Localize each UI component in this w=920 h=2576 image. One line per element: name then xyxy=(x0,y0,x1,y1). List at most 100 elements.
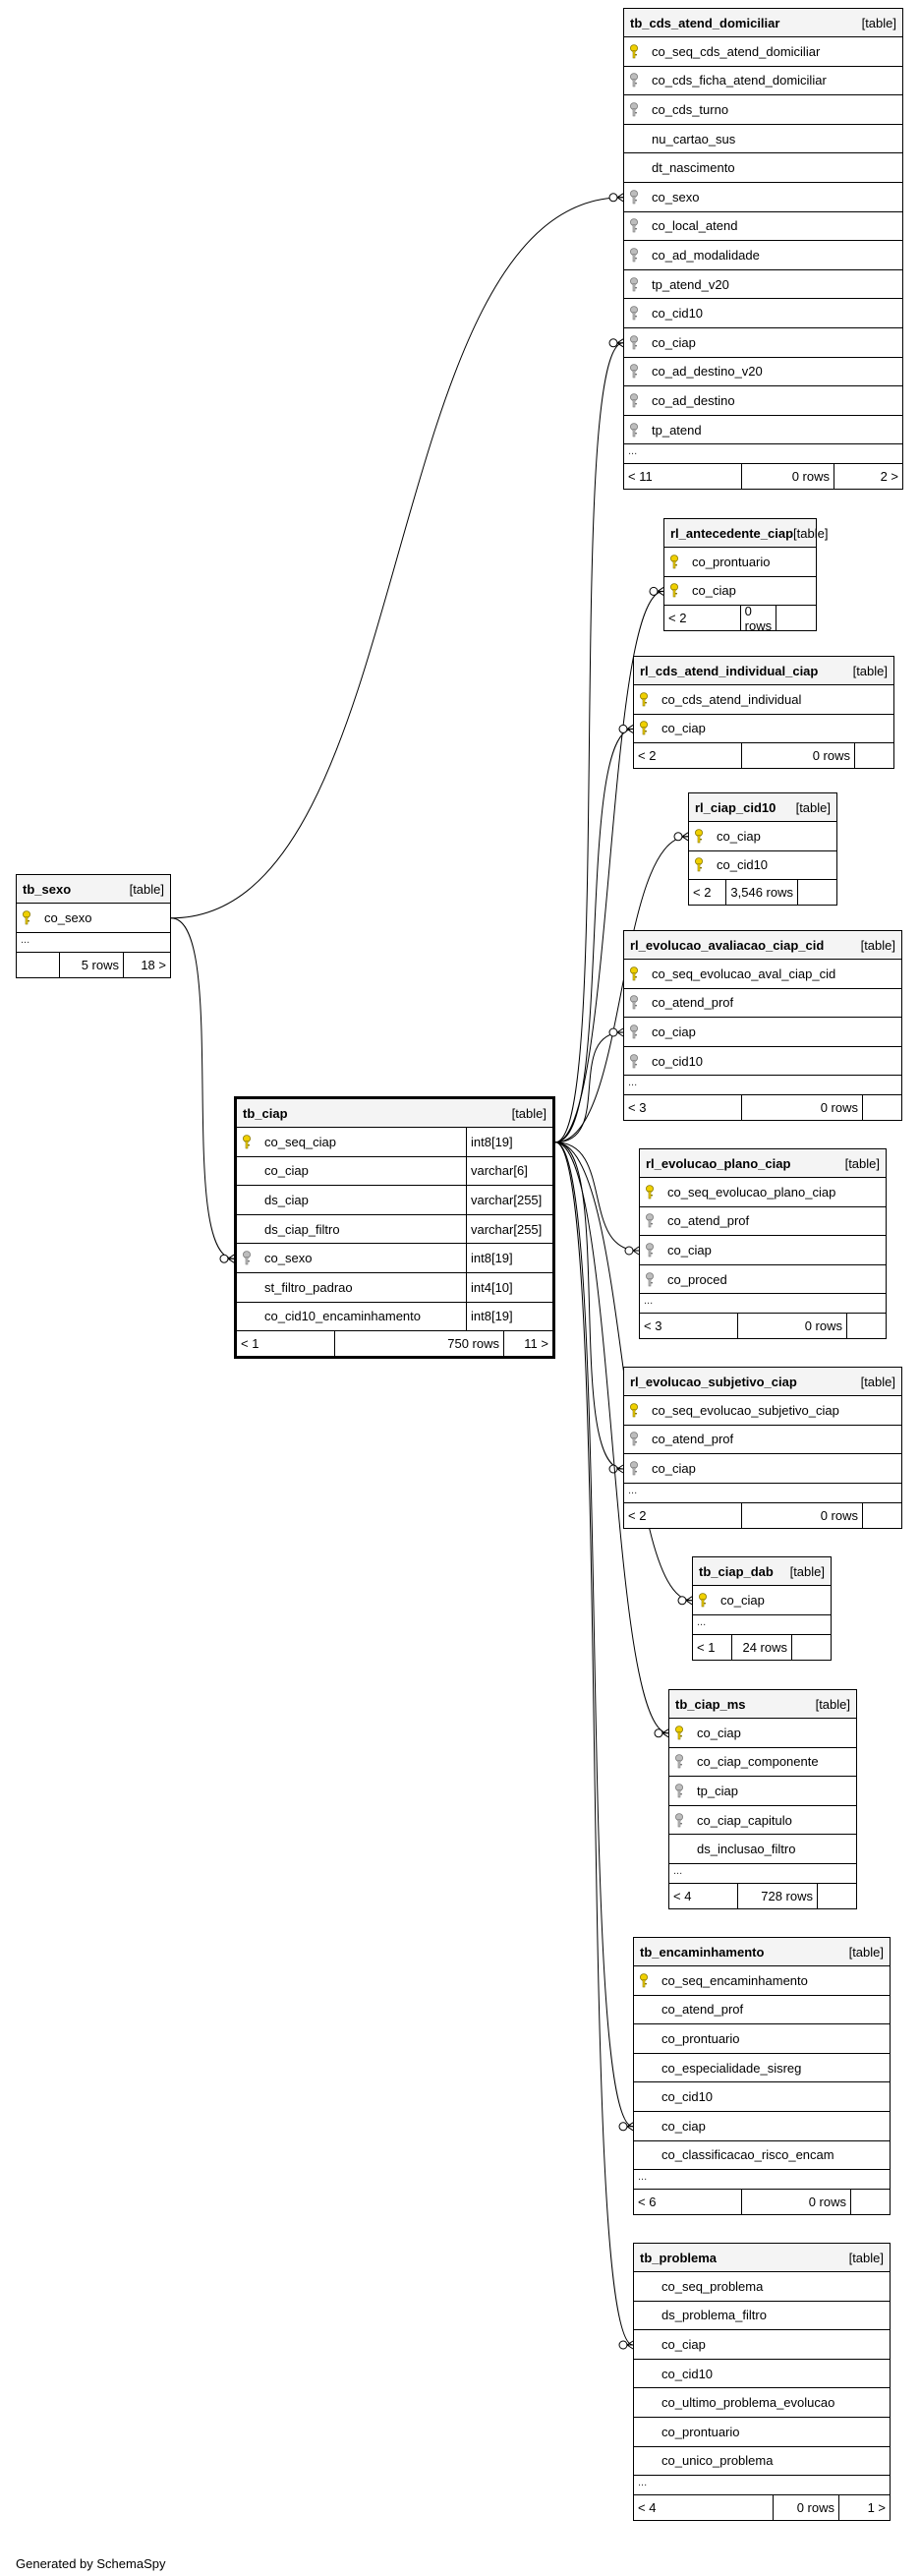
table-header[interactable]: tb_ciap_dab[table] xyxy=(693,1557,831,1586)
parents-count-link[interactable] xyxy=(17,952,60,977)
column-row[interactable]: co_ciap xyxy=(624,1018,901,1047)
column-row[interactable]: co_atend_prof xyxy=(624,989,901,1019)
parents-count-link[interactable]: < 11 xyxy=(624,464,742,490)
table-name[interactable]: tb_ciap xyxy=(243,1105,288,1121)
column-name[interactable]: co_prontuario xyxy=(692,554,771,569)
table-name[interactable]: tb_ciap_ms xyxy=(675,1696,746,1712)
parents-count-link[interactable]: < 2 xyxy=(624,1502,742,1528)
column-row[interactable]: co_cds_turno xyxy=(624,95,902,125)
children-count-link[interactable]: 2 > xyxy=(834,464,902,490)
column-name[interactable]: co_cds_turno xyxy=(652,101,729,117)
column-row[interactable]: co_unico_problema xyxy=(634,2447,890,2477)
children-count-link[interactable]: 1 > xyxy=(838,2495,890,2521)
table-header[interactable]: tb_sexo[table] xyxy=(17,875,170,904)
column-name[interactable]: co_ciap_capitulo xyxy=(697,1812,792,1828)
column-row[interactable]: co_ciap xyxy=(624,1454,901,1484)
column-row[interactable]: tp_atend xyxy=(624,416,902,445)
parents-count-link[interactable]: < 3 xyxy=(640,1314,738,1339)
parents-count-link[interactable]: < 2 xyxy=(664,606,741,631)
column-row[interactable]: co_ciap xyxy=(634,715,893,744)
column-name[interactable]: co_especialidade_sisreg xyxy=(661,2060,802,2076)
column-row[interactable]: co_ciap xyxy=(664,577,816,607)
column-name[interactable]: co_cds_ficha_atend_domiciliar xyxy=(652,73,827,88)
column-row[interactable]: co_local_atend xyxy=(624,212,902,242)
children-count-link[interactable] xyxy=(854,743,893,769)
column-name[interactable]: co_sexo xyxy=(652,189,700,205)
table-name[interactable]: rl_evolucao_plano_ciap xyxy=(646,1155,791,1171)
column-name[interactable]: co_ciap xyxy=(661,2336,706,2352)
column-name[interactable]: co_ultimo_problema_evolucao xyxy=(661,2395,835,2411)
parents-count-link[interactable]: < 2 xyxy=(634,743,742,769)
column-row[interactable]: co_cid10 xyxy=(634,2360,890,2389)
column-name[interactable]: ds_problema_filtro xyxy=(661,2308,767,2323)
table-name[interactable]: rl_cds_atend_individual_ciap xyxy=(640,663,819,678)
table-tb-encaminhamento[interactable]: tb_encaminhamento[table]co_seq_encaminha… xyxy=(633,1937,891,2216)
column-row[interactable]: co_ciap xyxy=(640,1236,886,1265)
column-name[interactable]: co_cid10 xyxy=(652,1053,704,1069)
column-row[interactable]: tp_atend_v20 xyxy=(624,270,902,300)
column-row[interactable]: co_cid10 xyxy=(624,1047,901,1077)
table-header[interactable]: tb_ciap_ms[table] xyxy=(669,1690,856,1719)
column-name[interactable]: co_ciap xyxy=(697,1725,741,1740)
column-row[interactable]: co_ciap_componente xyxy=(669,1748,856,1778)
table-rl-evolucao-subjetivo-ciap[interactable]: rl_evolucao_subjetivo_ciap[table] co_seq_… xyxy=(623,1367,902,1529)
parents-count-link[interactable]: < 4 xyxy=(634,2495,774,2521)
column-name[interactable]: nu_cartao_sus xyxy=(652,131,736,146)
column-name[interactable]: co_ciap xyxy=(652,1460,696,1476)
column-row[interactable]: co_cds_ficha_atend_domiciliar xyxy=(624,67,902,96)
column-name[interactable]: co_seq_evolucao_subjetivo_ciap xyxy=(652,1402,839,1418)
column-row[interactable]: co_seq_cds_atend_domiciliar xyxy=(624,37,902,67)
column-name[interactable]: co_seq_evolucao_aval_ciap_cid xyxy=(652,966,836,981)
column-row[interactable]: co_prontuario xyxy=(634,2418,890,2447)
column-row[interactable]: co_cds_atend_individual xyxy=(634,685,893,715)
parents-count-link[interactable]: < 2 xyxy=(689,880,726,906)
table-header[interactable]: tb_cds_atend_domiciliar[table] xyxy=(624,9,902,37)
column-row[interactable]: co_ciap xyxy=(624,328,902,358)
column-name[interactable]: co_seq_ciap xyxy=(264,1134,336,1149)
table-rl-evolucao-plano-ciap[interactable]: rl_evolucao_plano_ciap[table]co_seq_evol… xyxy=(639,1148,887,1340)
column-row[interactable]: co_atend_prof xyxy=(634,1996,890,2025)
column-name[interactable]: tp_atend_v20 xyxy=(652,276,729,292)
table-header[interactable]: tb_ciap[table] xyxy=(237,1099,552,1128)
column-row[interactable]: co_sexo xyxy=(17,904,170,933)
table-header[interactable]: rl_evolucao_avaliacao_ciap_cid[table] xyxy=(624,931,901,960)
table-header[interactable]: rl_evolucao_plano_ciap[table] xyxy=(640,1149,886,1178)
table-rl-evolucao-avaliacao-ciap-cid[interactable]: rl_evolucao_avaliacao_ciap_cid[table] co_… xyxy=(623,930,902,1122)
column-name[interactable]: co_proced xyxy=(667,1271,727,1287)
column-row[interactable]: co_ciap xyxy=(689,822,836,851)
column-name[interactable]: co_seq_problema xyxy=(661,2278,764,2294)
column-name[interactable]: co_ciap xyxy=(717,828,761,844)
column-name[interactable]: co_cid10 xyxy=(652,306,704,322)
column-row[interactable]: co_ciap xyxy=(634,2112,890,2141)
column-name[interactable]: co_atend_prof xyxy=(667,1213,750,1229)
table-tb-ciap-ms[interactable]: tb_ciap_ms[table] co_ciap co_ciap_componen… xyxy=(668,1689,857,1909)
column-row[interactable]: ds_inclusao_filtro xyxy=(669,1835,856,1864)
column-name[interactable]: co_ciap xyxy=(661,721,706,736)
table-name[interactable]: tb_sexo xyxy=(23,881,72,897)
table-header[interactable]: rl_evolucao_subjetivo_ciap[table] xyxy=(624,1368,901,1396)
table-header[interactable]: tb_problema[table] xyxy=(634,2244,890,2272)
column-row[interactable]: co_atend_prof xyxy=(624,1426,901,1455)
column-name[interactable]: co_cid10 xyxy=(661,2366,714,2381)
column-row[interactable]: co_ciap_capitulo xyxy=(669,1806,856,1836)
column-row[interactable]: co_cid10 xyxy=(634,2082,890,2112)
table-tb-problema[interactable]: tb_problema[table] co_seq_problema ds_prob… xyxy=(633,2243,891,2522)
column-name[interactable]: co_classificacao_risco_encam xyxy=(661,2147,834,2163)
children-count-link[interactable] xyxy=(797,880,836,906)
table-name[interactable]: rl_evolucao_avaliacao_ciap_cid xyxy=(630,937,825,953)
table-name[interactable]: rl_ciap_cid10 xyxy=(695,799,776,815)
column-row[interactable]: co_prontuario xyxy=(664,548,816,577)
children-count-link[interactable] xyxy=(817,1883,856,1908)
column-name[interactable]: co_local_atend xyxy=(652,218,738,234)
column-row[interactable]: co_seq_evolucao_aval_ciap_cid xyxy=(624,960,901,989)
column-name[interactable]: ds_ciap xyxy=(264,1192,309,1207)
column-row[interactable]: co_ad_modalidade xyxy=(624,241,902,270)
children-count-link[interactable] xyxy=(776,606,816,631)
